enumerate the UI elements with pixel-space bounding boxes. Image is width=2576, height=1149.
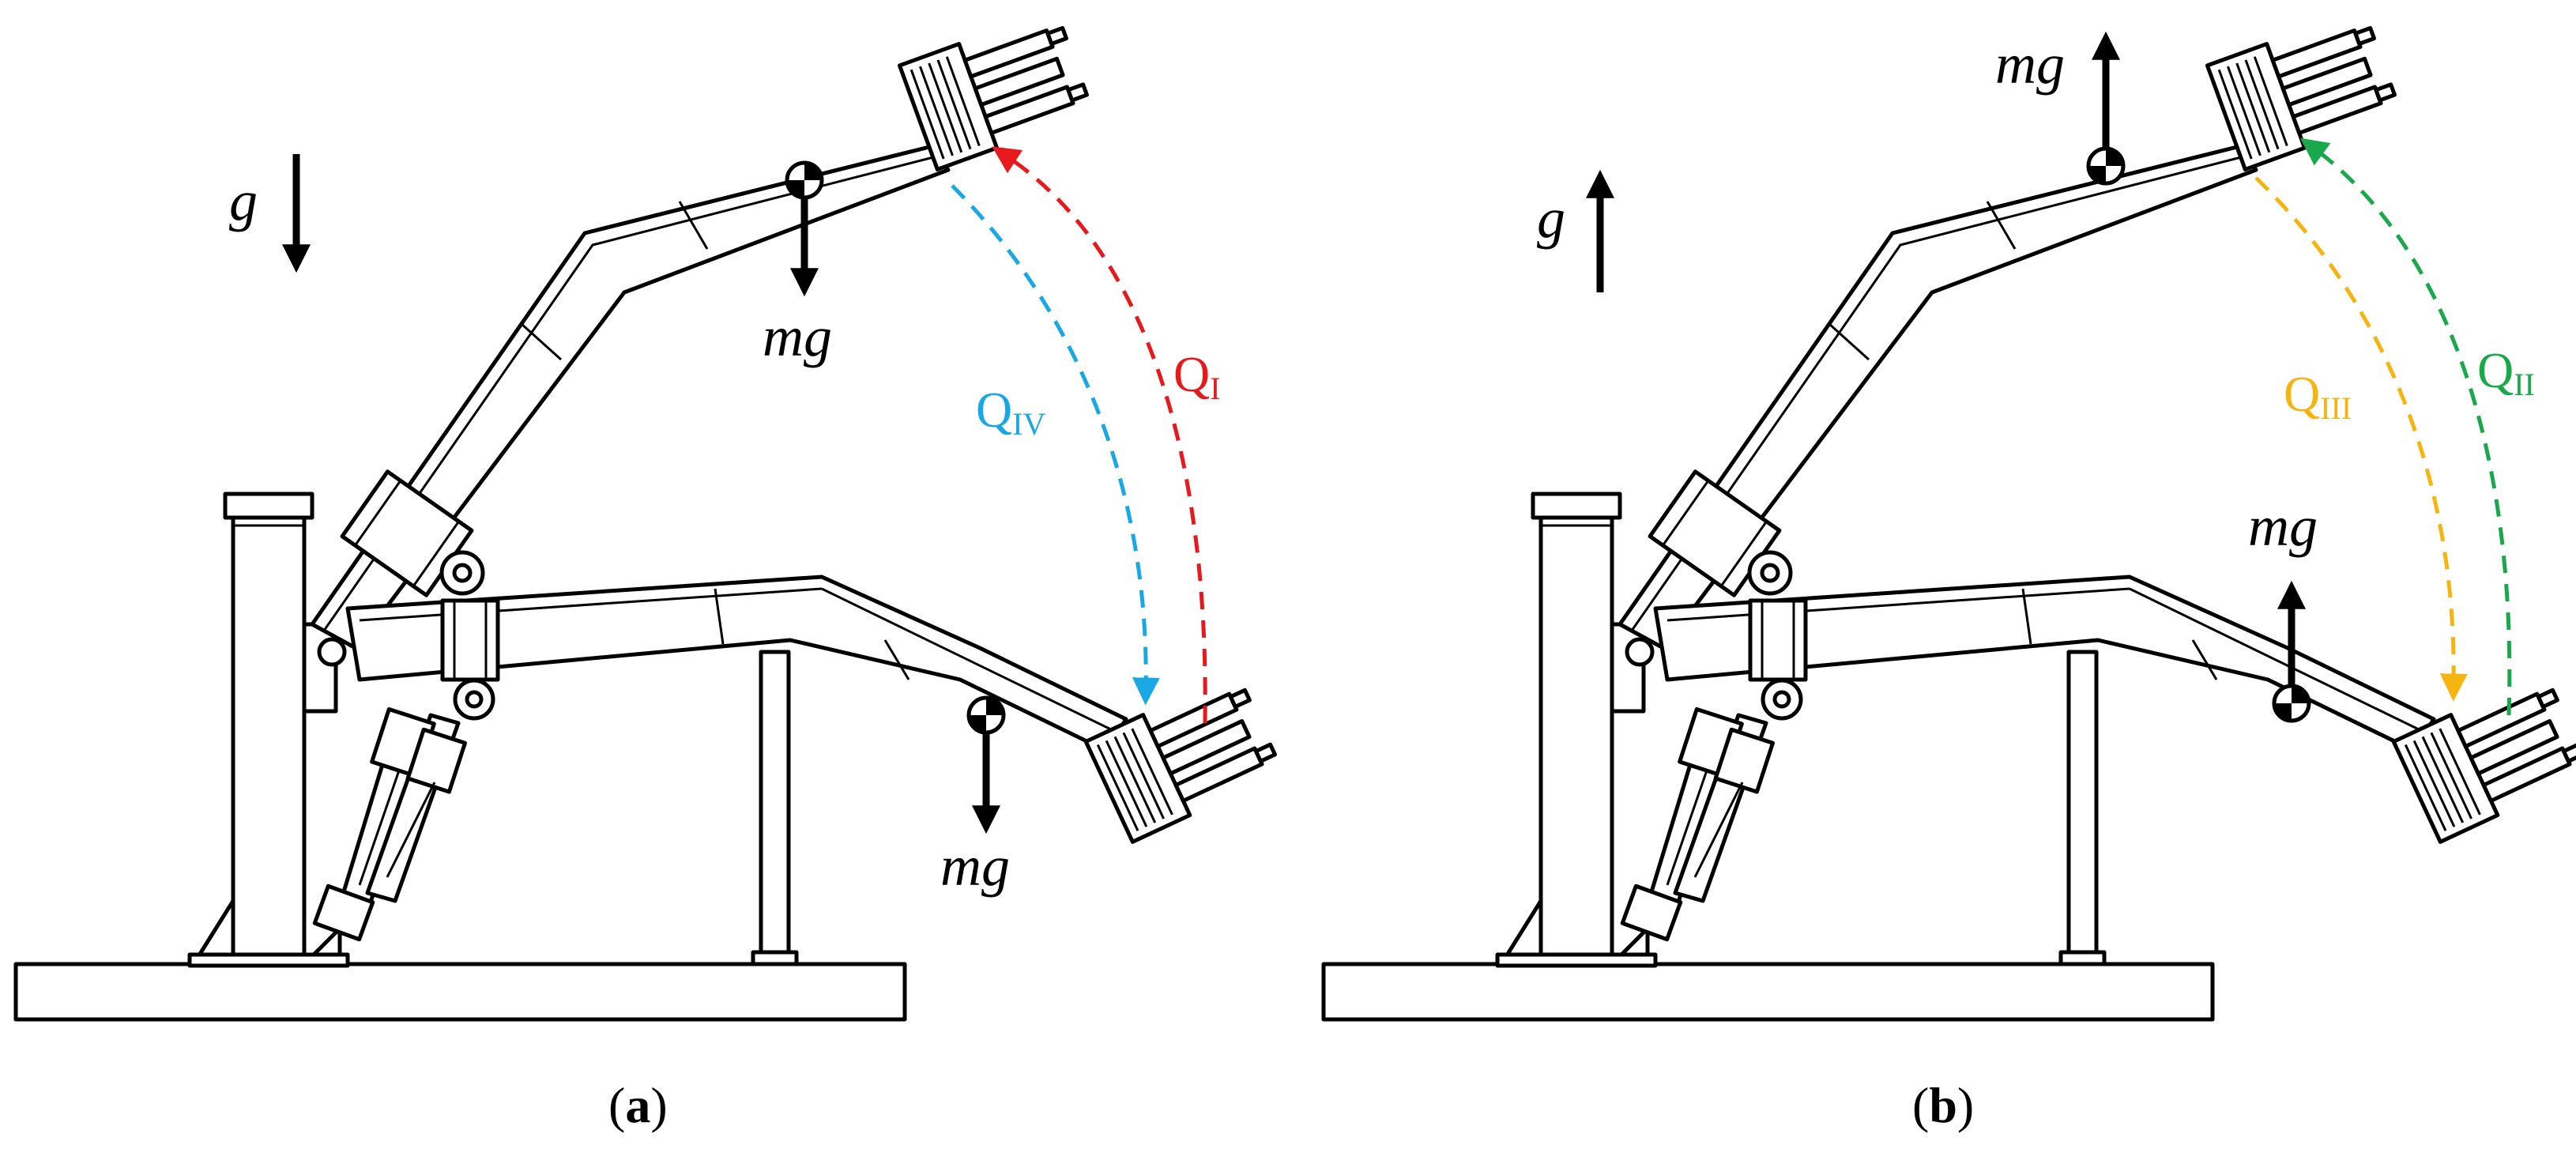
panel-b-upper-com-icon [2088, 149, 2123, 183]
panel-a-upper-weight-label: mg [763, 305, 832, 368]
panel-a-q4-label: QIV [976, 382, 1046, 442]
panel-b-gravity-label: g [1537, 186, 1565, 250]
panel-b-lower-com-icon [2274, 686, 2309, 721]
panel-b-path-q3 [2254, 176, 2468, 702]
panel-b-path-q2 [2299, 138, 2512, 716]
panel-b-upper-weight-label: mg [1995, 32, 2065, 96]
panel-a: g mg mg QI QIV (a) [16, 9, 1283, 1133]
panel-a-lower-com-icon [969, 698, 1004, 733]
panel-b-q2-label: QII [2477, 342, 2535, 402]
panel-b-lower-weight-label: mg [2248, 495, 2318, 558]
panel-a-q1-label: QI [1173, 346, 1221, 406]
panel-b: g mg mg QII QIII (b) [1324, 9, 2576, 1133]
panel-a-mechanism [16, 9, 1283, 1019]
panel-b-caption: (b) [1912, 1077, 1974, 1133]
panel-a-path-q1 [992, 146, 1207, 724]
panel-a-lower-weight-label: mg [940, 834, 1010, 898]
panel-a-upper-com-icon [787, 163, 822, 198]
panel-a-path-q4 [951, 184, 1160, 706]
panel-a-gravity-label: g [229, 169, 258, 232]
panel-b-q3-label: QIII [2284, 366, 2352, 426]
panel-a-caption: (a) [608, 1077, 668, 1133]
panel-b-mechanism [1324, 9, 2576, 1019]
